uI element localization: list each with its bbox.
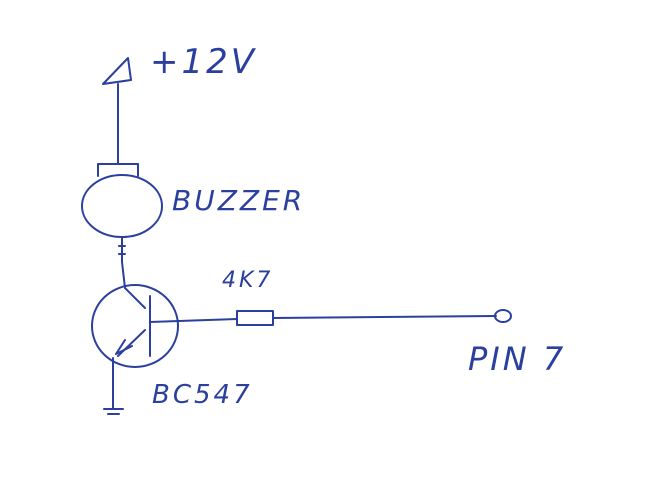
pin-label: PIN 7 (468, 340, 567, 378)
pin-terminal (494, 309, 512, 323)
transistor-label: BC547 (152, 380, 253, 410)
buzzer-body (81, 174, 163, 238)
supply-arrow-symbol (102, 57, 132, 85)
resistor-value-label: 4K7 (222, 268, 274, 293)
collector-lead (121, 261, 146, 309)
buzzer-label: BUZZER (172, 184, 306, 217)
base-wire (149, 318, 238, 323)
pin-wire (272, 315, 497, 319)
ground-symbol (103, 408, 124, 415)
buzzer-lead (118, 236, 126, 263)
transistor-body (91, 284, 179, 368)
supply-voltage-label: +12V (150, 42, 258, 82)
resistor-body (236, 310, 274, 326)
buzzer-bracket (97, 163, 139, 177)
emitter-arrow (115, 339, 133, 355)
